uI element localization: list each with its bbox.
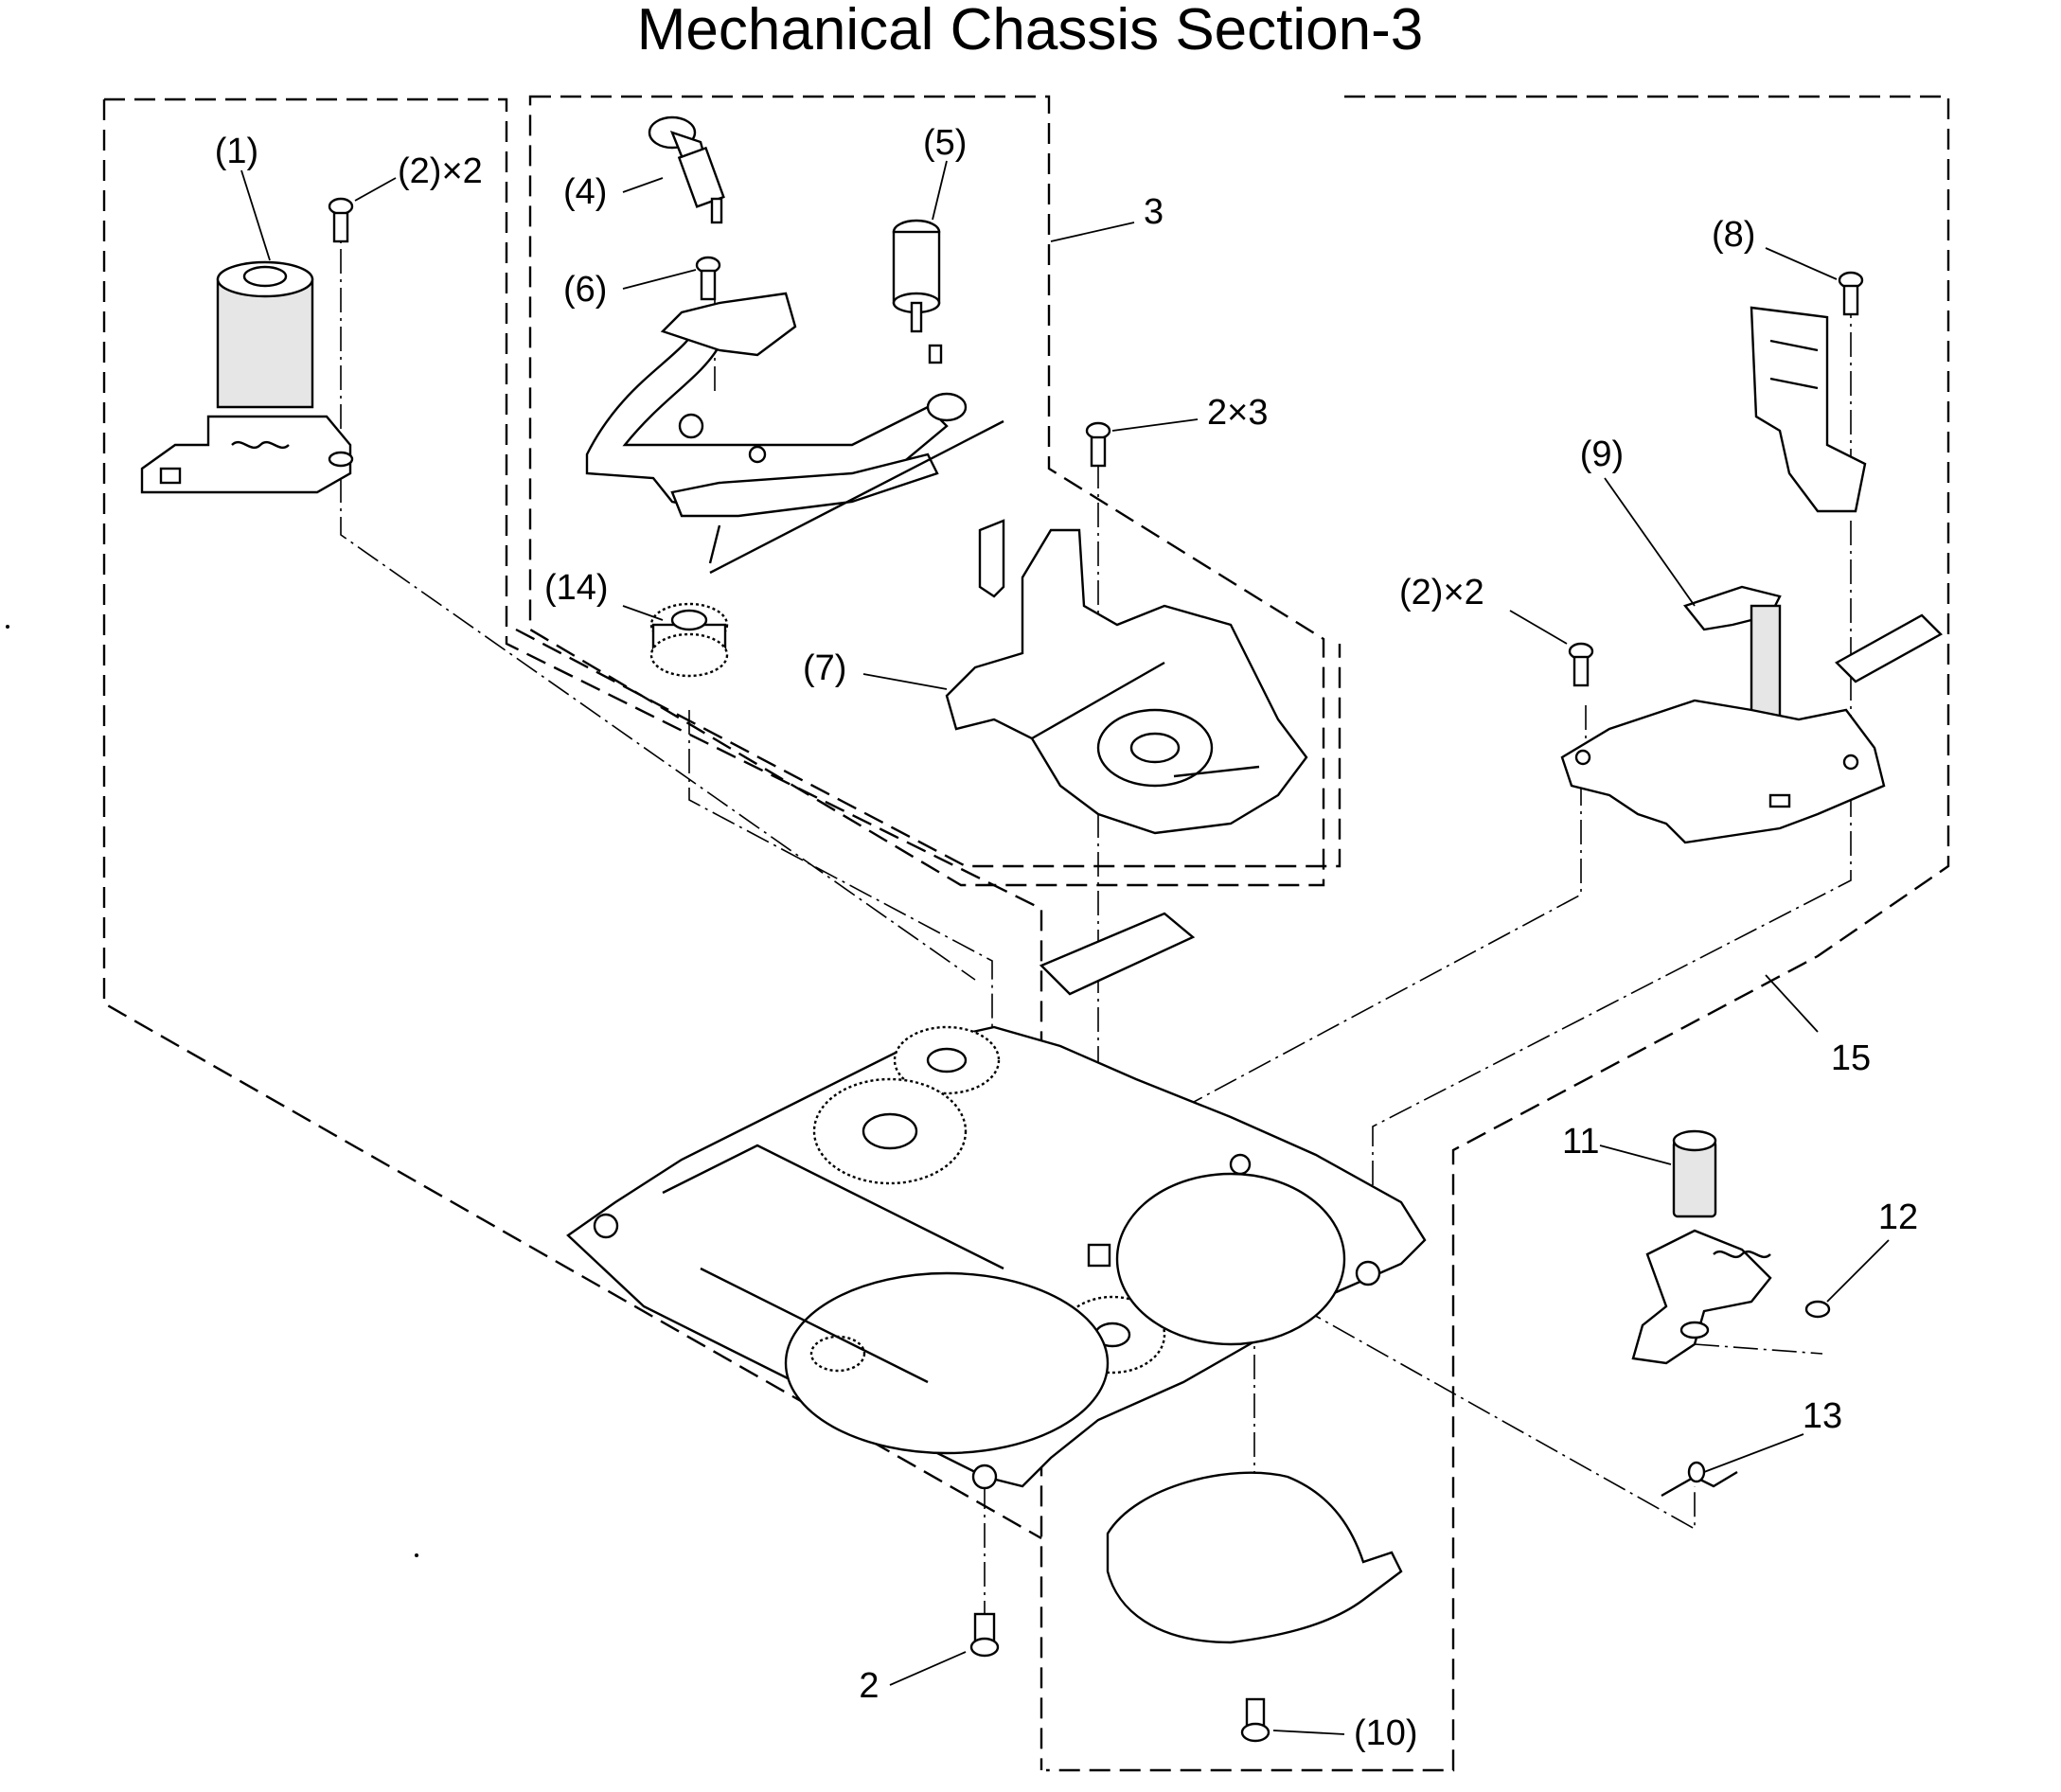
screw-icon [1085,421,1111,468]
label-part-2x2-right: (2)×2 [1399,573,1484,612]
part-15-plate [1560,613,1943,844]
label-part-4: (4) [563,172,607,212]
label-part-7: (7) [803,648,846,688]
label-part-12: 12 [1878,1198,1918,1237]
label-part-10: (10) [1354,1713,1418,1753]
group-boundary-inner [515,628,1341,868]
part-1-motor-assembly [140,260,354,494]
diagram-title: Mechanical Chassis Section-3 [637,0,1424,62]
label-part-1: (1) [215,132,258,171]
part-5-guide-post [892,219,943,364]
screw-icon [1568,642,1594,687]
screw-icon [1838,271,1864,316]
group-boundary-section3 [528,95,1325,887]
stray-dot [415,1553,418,1557]
stray-dot [6,625,9,629]
group-boundary-right [1046,95,1950,1772]
label-part-14: (14) [544,568,609,608]
label-part-15: 15 [1831,1038,1871,1078]
part-7-loading-base [945,519,1308,835]
main-chassis [566,912,1427,1490]
screw-icon [969,1612,1000,1658]
label-part-11: 11 [1562,1122,1599,1162]
label-part-2-bottom: 2 [859,1666,879,1706]
part-4-pinch-post [648,115,725,224]
label-part-9: (9) [1580,435,1624,474]
label-part-3: 3 [1144,192,1164,232]
part-13-spring [1661,1461,1738,1498]
label-part-13: 13 [1803,1396,1842,1436]
callout-labels: (1) (2)×2 (4) (5) (6) 3 2×3 (8) (9) (2)×… [215,123,1918,1753]
label-part-6: (6) [563,270,607,310]
screw-icon [328,197,354,243]
part-10-base-plate [1106,1471,1403,1644]
screw-icon [695,256,721,301]
part-12-washer [1804,1300,1831,1319]
arm-assembly [585,292,1004,575]
part-11-pinch-roller [1631,1129,1772,1365]
screw-icon [1240,1697,1270,1743]
label-part-5: (5) [923,123,967,163]
label-part-2x2-top: (2)×2 [398,151,483,191]
part-14-gear [649,602,729,678]
part-8-bracket [1750,306,1867,513]
label-part-2x3: 2×3 [1207,393,1268,433]
label-part-8: (8) [1712,215,1755,255]
